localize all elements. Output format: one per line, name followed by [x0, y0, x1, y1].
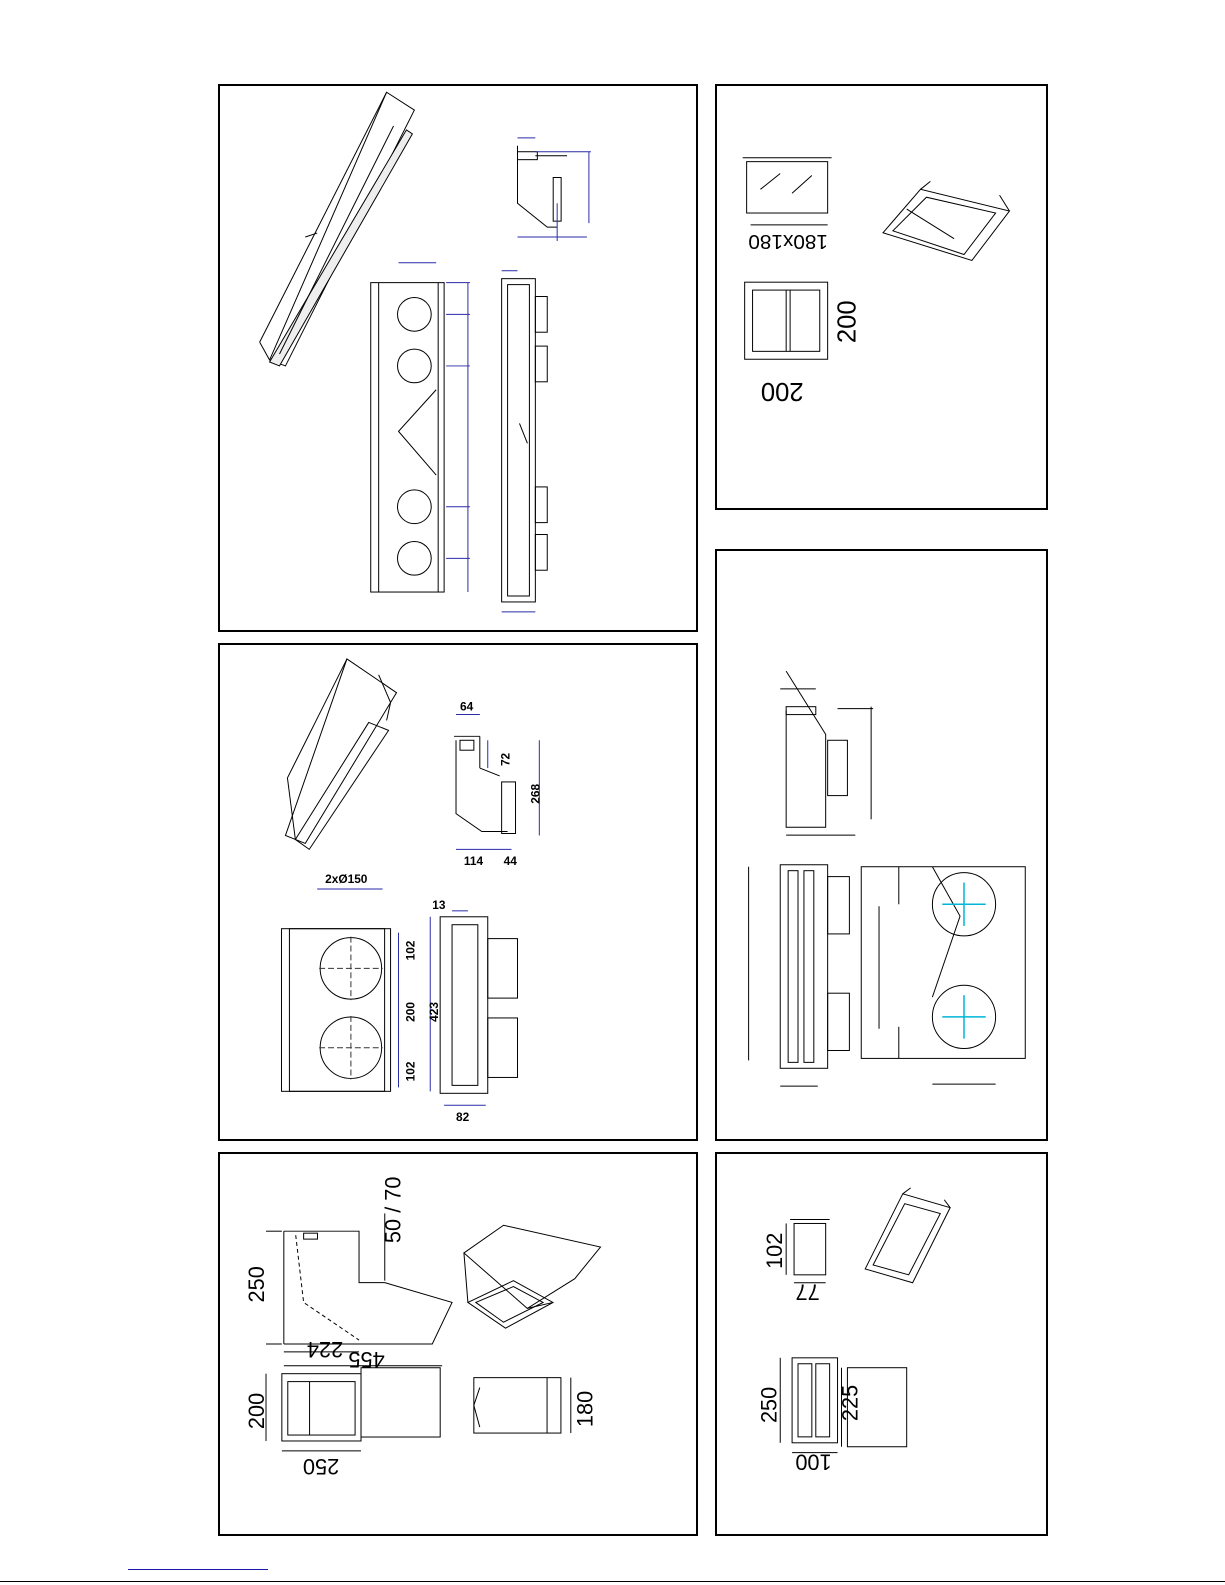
- plenum-2x150-drawing: 64 72 268 114 44 2xØ150 13 102 200 102 4…: [220, 645, 696, 1139]
- angled-plenum-drawing: 50 / 70 250 224 455 200 250 180: [220, 1154, 696, 1534]
- dim-64: 64: [460, 700, 474, 714]
- small-box-drawing: 102 77 250 225 100: [717, 1154, 1046, 1534]
- dim-13: 13: [432, 898, 446, 912]
- dim-250-height: 250: [244, 1266, 269, 1302]
- dim-455: 455: [348, 1347, 384, 1372]
- dim-72: 72: [499, 752, 513, 766]
- panel-box-200: 180x180 200 200: [715, 84, 1048, 510]
- dim-200: 200: [244, 1393, 269, 1429]
- dim-200-vertical: 200: [833, 300, 861, 343]
- dim-82: 82: [456, 1110, 470, 1124]
- dim-268: 268: [528, 784, 542, 804]
- panel-small-box: 102 77 250 225 100: [715, 1152, 1048, 1536]
- dim-102-top: 102: [403, 940, 417, 960]
- footer-link-line: [128, 1569, 268, 1570]
- twin-outlet-drawing: [717, 551, 1046, 1139]
- dim-100: 100: [795, 1450, 831, 1475]
- dim-200: 200: [403, 1002, 417, 1022]
- dim-180x180: 180x180: [748, 230, 828, 253]
- dim-44: 44: [504, 854, 518, 868]
- panel-long-plenum: [218, 84, 698, 632]
- dim-200-horizontal: 200: [761, 377, 804, 405]
- panel-angled-plenum: 50 / 70 250 224 455 200 250 180: [218, 1152, 698, 1536]
- bottom-rule: [0, 1581, 1225, 1582]
- box-200-drawing: 180x180 200 200: [717, 86, 1046, 508]
- dim-114: 114: [464, 854, 484, 868]
- long-plenum-drawing: [220, 86, 696, 630]
- dim-250: 250: [756, 1387, 781, 1423]
- dim-77: 77: [796, 1280, 820, 1305]
- dim-102: 102: [762, 1233, 787, 1269]
- dim-423: 423: [427, 1002, 441, 1022]
- dim-102-bottom: 102: [403, 1061, 417, 1081]
- dim-225: 225: [837, 1385, 862, 1421]
- panel-twin-outlet: [715, 549, 1048, 1141]
- dim-224: 224: [307, 1337, 343, 1362]
- panel-plenum-2x150: 64 72 268 114 44 2xØ150 13 102 200 102 4…: [218, 643, 698, 1141]
- dim-250-width: 250: [303, 1454, 339, 1479]
- dim-180: 180: [573, 1391, 598, 1427]
- dim-2x150: 2xØ150: [325, 872, 368, 886]
- dim-50-70: 50 / 70: [381, 1177, 406, 1244]
